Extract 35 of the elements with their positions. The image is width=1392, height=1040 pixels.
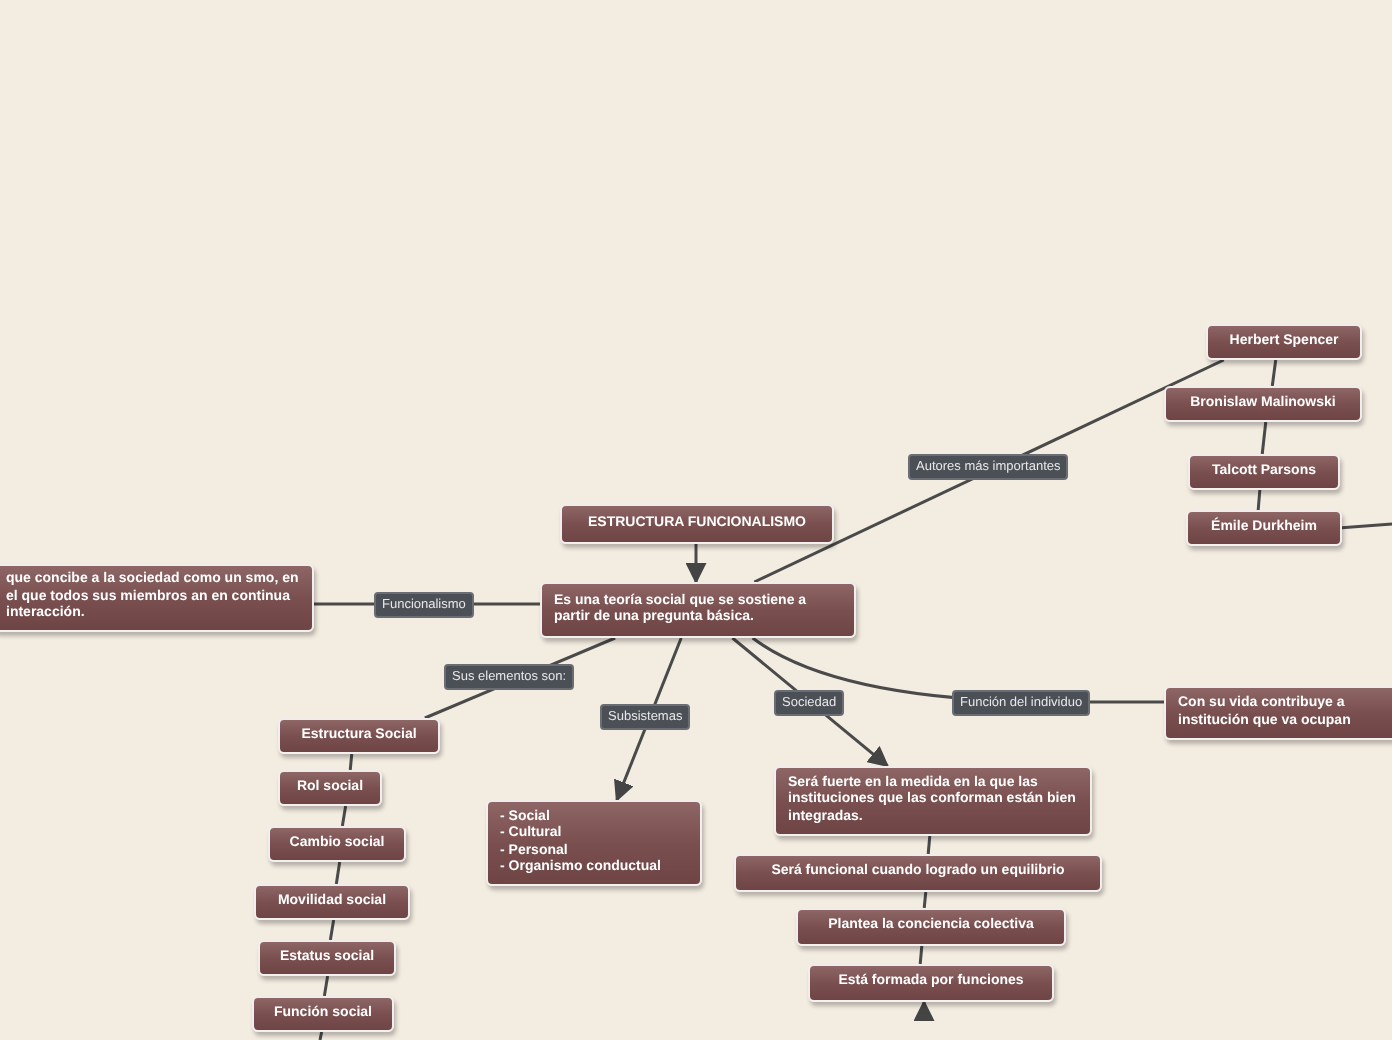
- topic-box: [278, 718, 440, 754]
- topic-box: [774, 766, 1092, 836]
- connector-line: [922, 891, 928, 909]
- topic-box: [1164, 386, 1362, 422]
- connector-line: [1341, 522, 1392, 530]
- topic-box: [278, 770, 382, 806]
- topic-box: [0, 564, 314, 632]
- topic-box: [1188, 454, 1340, 490]
- topic-box: [486, 800, 702, 886]
- topic-box: [1186, 510, 1342, 546]
- topic-box: [268, 826, 406, 862]
- connector-line: [1256, 489, 1262, 511]
- topic-box: [254, 884, 410, 920]
- topic-box: [1206, 324, 1362, 360]
- topic-box: [560, 504, 834, 544]
- topic-box: [796, 908, 1066, 946]
- topic-box: [1164, 686, 1392, 740]
- connector-line: [1260, 421, 1268, 455]
- topic-box: [258, 940, 396, 976]
- topic-box: [734, 854, 1102, 892]
- connector-line: [348, 753, 354, 771]
- connector-line: [753, 358, 1225, 584]
- arrow: [685, 544, 707, 585]
- connector-line: [926, 835, 932, 855]
- connector-line: [918, 945, 924, 965]
- topic-box: [540, 582, 856, 638]
- topic-box: [808, 964, 1054, 1002]
- connector-line: [1270, 359, 1278, 387]
- arrow: [913, 999, 935, 1021]
- connector-line: [318, 1031, 324, 1040]
- connector-line: [322, 975, 330, 997]
- connector-line: [328, 919, 336, 941]
- connector-line: [334, 861, 342, 885]
- topic-box: [252, 996, 394, 1032]
- connector-line: [340, 805, 348, 827]
